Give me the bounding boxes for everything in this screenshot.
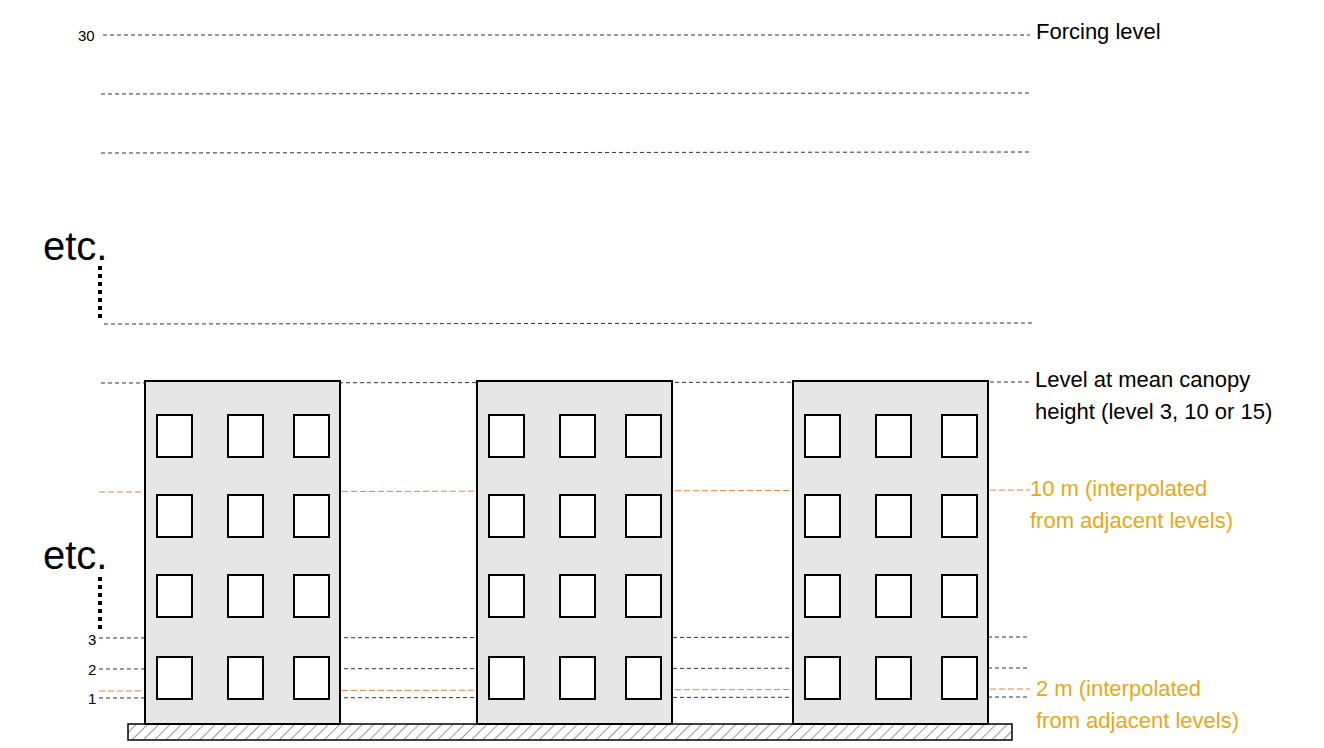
window	[942, 495, 977, 537]
interpolated-label: 2 m (interpolated from adjacent levels)	[1036, 673, 1251, 737]
window	[805, 415, 840, 457]
window	[626, 657, 661, 699]
window	[157, 495, 192, 537]
window	[157, 657, 192, 699]
ground	[128, 724, 1012, 740]
window	[805, 495, 840, 537]
ellipsis-label: etc.	[43, 535, 107, 575]
window	[228, 415, 263, 457]
window	[294, 657, 329, 699]
window	[876, 415, 911, 457]
window	[942, 575, 977, 617]
window	[805, 657, 840, 699]
window	[228, 657, 263, 699]
window	[876, 575, 911, 617]
window	[805, 575, 840, 617]
window	[942, 657, 977, 699]
ellipsis-dots	[98, 266, 102, 630]
window	[157, 415, 192, 457]
window	[626, 415, 661, 457]
building	[145, 381, 340, 724]
building	[477, 381, 672, 724]
window	[560, 495, 595, 537]
window	[294, 495, 329, 537]
building	[793, 381, 988, 724]
level-number: 2	[88, 662, 96, 677]
window	[626, 495, 661, 537]
level-lines	[99, 35, 1032, 698]
window	[157, 575, 192, 617]
window	[294, 575, 329, 617]
level-number: 1	[88, 691, 96, 706]
window	[876, 495, 911, 537]
level-number: 3	[88, 632, 96, 647]
window	[489, 495, 524, 537]
window	[228, 495, 263, 537]
interpolated-label: 10 m (interpolated from adjacent levels)	[1030, 473, 1245, 537]
window	[942, 415, 977, 457]
level-number: 30	[78, 28, 95, 43]
window	[560, 415, 595, 457]
window	[560, 657, 595, 699]
level-label: Level at mean canopy height (level 3, 10…	[1035, 364, 1300, 428]
window	[294, 415, 329, 457]
window	[489, 575, 524, 617]
window	[876, 657, 911, 699]
window	[228, 575, 263, 617]
window	[626, 575, 661, 617]
level-label: Forcing level	[1036, 16, 1161, 48]
ellipsis-label: etc.	[43, 226, 107, 266]
window	[489, 657, 524, 699]
window	[560, 575, 595, 617]
buildings	[145, 381, 988, 724]
window	[489, 415, 524, 457]
